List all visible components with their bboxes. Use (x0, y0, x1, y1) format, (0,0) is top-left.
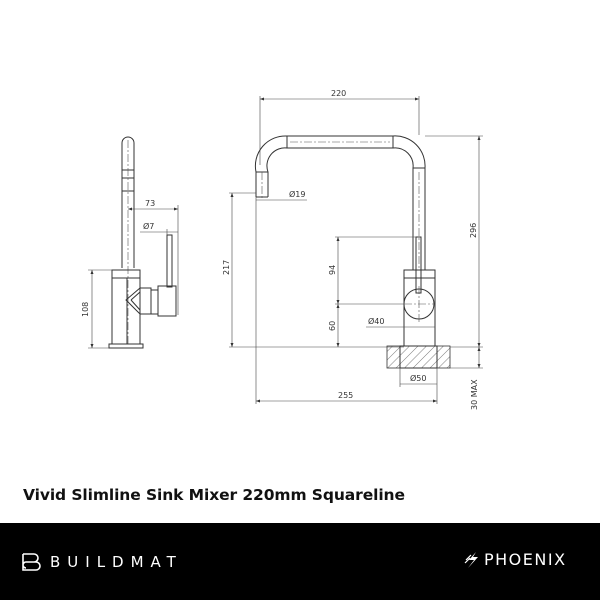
technical-drawing: 73 Ø7 108 (81, 89, 483, 410)
phoenix-logo: PHOENIX (464, 550, 567, 569)
dim-body-diameter: Ø40 (368, 316, 384, 326)
dim-handle-height: 94 (328, 265, 337, 275)
buildmat-wordmark: BUILDMAT (50, 553, 183, 571)
phoenix-feather-icon (464, 551, 478, 568)
dim-bench-thickness: 30 MAX (470, 379, 479, 410)
dim-spout-reach: 220 (331, 89, 346, 98)
dim-handle-diameter: Ø7 (143, 221, 154, 231)
dim-body-height: 108 (81, 302, 90, 317)
dim-base-diameter: Ø50 (410, 373, 426, 383)
dim-outlet-height: 217 (222, 260, 231, 275)
phoenix-wordmark: PHOENIX (484, 550, 567, 569)
footer-bar: BUILDMAT PHOENIX (0, 523, 600, 600)
buildmat-b-icon (22, 553, 41, 571)
buildmat-logo: BUILDMAT (22, 553, 183, 571)
dim-lever-axis-height: 60 (328, 321, 337, 331)
side-view: 73 Ø7 108 (81, 136, 179, 349)
dim-overall-height: 296 (469, 223, 478, 238)
dim-handle-reach: 73 (145, 199, 155, 208)
dim-overall-reach: 255 (338, 391, 353, 400)
front-view: 220 Ø19 217 296 94 60 Ø40 Ø50 (222, 89, 483, 410)
dim-spout-diameter: Ø19 (289, 189, 305, 199)
product-title: Vivid Slimline Sink Mixer 220mm Squareli… (23, 486, 405, 504)
